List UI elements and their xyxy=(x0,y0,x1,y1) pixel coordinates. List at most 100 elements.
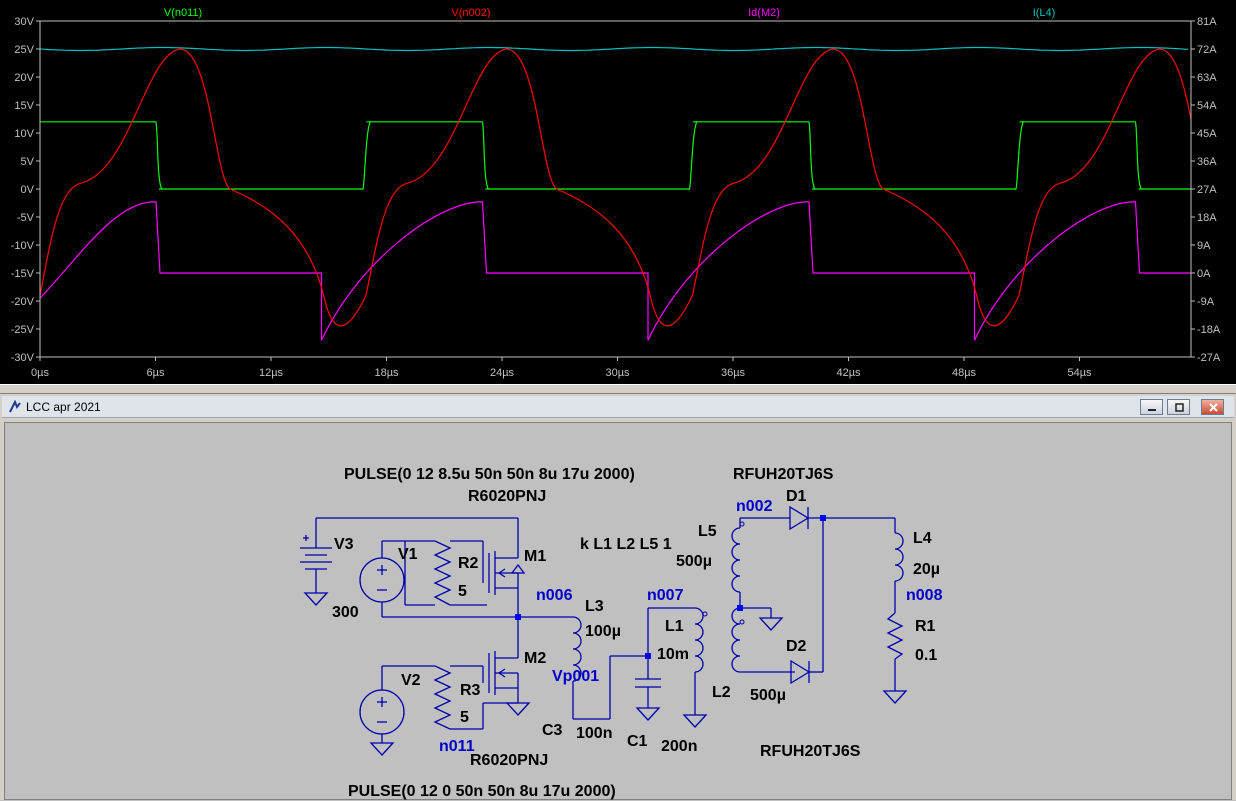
l2-name-label[interactable]: L2 xyxy=(712,684,731,701)
pulse-v1-directive[interactable]: PULSE(0 12 8.5u 50n 50n 8u 17u 2000) xyxy=(344,466,635,483)
l4-name-label[interactable]: L4 xyxy=(913,530,932,547)
r2-name-label[interactable]: R2 xyxy=(458,555,479,572)
inductor-l2-symbol[interactable] xyxy=(731,607,741,673)
restore-button[interactable] xyxy=(1167,399,1190,415)
x-tick-label: 24µs xyxy=(490,367,515,379)
right-tick-label: 9A xyxy=(1197,240,1211,252)
x-tick-label: 12µs xyxy=(259,367,284,379)
l3-name-label[interactable]: L3 xyxy=(585,598,604,615)
right-tick-label: 0A xyxy=(1197,268,1211,280)
trace-label-i-l4[interactable]: I(L4) xyxy=(1033,7,1056,19)
c1-name-label[interactable]: C1 xyxy=(627,733,648,750)
right-tick-label: 27A xyxy=(1197,184,1217,196)
capacitor-c1-symbol[interactable] xyxy=(635,656,661,721)
c3-value-label[interactable]: 100n xyxy=(576,725,612,742)
x-tick-label: 48µs xyxy=(952,367,977,379)
inductor-l1-symbol[interactable] xyxy=(694,607,704,673)
diode-d1-symbol[interactable] xyxy=(789,505,810,531)
resistor-r3-symbol[interactable] xyxy=(433,665,452,730)
l5-name-label[interactable]: L5 xyxy=(698,523,717,540)
junction-n006 xyxy=(515,614,521,620)
r3-name-label[interactable]: R3 xyxy=(460,682,481,699)
m2-model-label[interactable]: R6020PNJ xyxy=(470,752,548,769)
battery-v3-symbol[interactable] xyxy=(300,518,332,606)
trace-label-id-m2[interactable]: Id(M2) xyxy=(748,7,780,19)
c1-value-label[interactable]: 200n xyxy=(661,738,697,755)
x-tick-label: 42µs xyxy=(836,367,861,379)
net-label-vp001[interactable]: Vp001 xyxy=(552,668,599,685)
schematic-window-title: LCC apr 2021 xyxy=(26,400,101,414)
voltage-source-v2-symbol[interactable] xyxy=(359,665,435,756)
l5-value-label[interactable]: 500µ xyxy=(676,553,712,570)
schematic-canvas[interactable]: PULSE(0 12 8.5u 50n 50n 8u 17u 2000) R60… xyxy=(4,422,1232,800)
resistor-r1-symbol[interactable] xyxy=(886,612,904,660)
trace-label-v-n002[interactable]: V(n002) xyxy=(451,7,490,19)
left-tick-label: -15V xyxy=(11,268,35,280)
x-tick-label: 54µs xyxy=(1067,367,1092,379)
polarity-dot-l2 xyxy=(739,619,745,625)
coupling-directive[interactable]: k L1 L2 L5 1 xyxy=(580,536,672,553)
l4-value-label[interactable]: 20µ xyxy=(913,561,940,578)
capacitor-c3-symbol[interactable] xyxy=(572,656,611,720)
v3-value-label[interactable]: 300 xyxy=(332,604,359,621)
minimize-icon xyxy=(1148,409,1156,411)
left-tick-label: 0V xyxy=(21,184,35,196)
net-label-n006[interactable]: n006 xyxy=(536,587,573,604)
left-tick-label: 20V xyxy=(14,72,34,84)
mosfet-m2-symbol[interactable] xyxy=(488,617,531,716)
left-tick-label: -5V xyxy=(17,212,35,224)
l1-name-label[interactable]: L1 xyxy=(665,618,684,635)
r1-name-label[interactable]: R1 xyxy=(915,618,936,635)
v3-name-label[interactable]: V3 xyxy=(334,536,354,553)
polarity-dot-l1 xyxy=(702,611,708,617)
close-button[interactable] xyxy=(1201,399,1224,415)
d1-model-label[interactable]: RFUH20TJ6S xyxy=(733,466,834,483)
r2-value-label[interactable]: 5 xyxy=(458,583,467,600)
net-label-n007[interactable]: n007 xyxy=(647,587,684,604)
d2-model-label[interactable]: RFUH20TJ6S xyxy=(760,743,861,760)
minimize-button[interactable] xyxy=(1140,399,1163,415)
right-tick-label: -18A xyxy=(1197,324,1221,336)
resistor-r2-symbol[interactable] xyxy=(433,540,452,606)
m1-name-label[interactable]: M1 xyxy=(524,548,546,565)
inductor-l3-symbol[interactable] xyxy=(553,616,582,693)
junction-n007 xyxy=(645,653,651,659)
junction-ct xyxy=(737,605,743,611)
l3-value-label[interactable]: 100µ xyxy=(585,623,621,640)
net-label-n011[interactable]: n011 xyxy=(439,738,475,755)
x-tick-label: 30µs xyxy=(605,367,630,379)
left-tick-label: 5V xyxy=(21,156,35,168)
left-tick-label: -10V xyxy=(11,240,35,252)
c3-name-label[interactable]: C3 xyxy=(542,722,563,739)
right-tick-label: -9A xyxy=(1197,296,1215,308)
close-icon xyxy=(1209,403,1218,412)
m2-name-label[interactable]: M2 xyxy=(524,650,546,667)
inductor-l5-symbol[interactable] xyxy=(731,527,741,593)
d2-name-label[interactable]: D2 xyxy=(786,638,807,655)
net-label-n002[interactable]: n002 xyxy=(736,498,773,515)
r1-value-label[interactable]: 0.1 xyxy=(915,647,937,664)
net-label-n008[interactable]: n008 xyxy=(906,587,943,604)
mosfet-m1-symbol[interactable] xyxy=(488,543,526,617)
left-tick-label: 25V xyxy=(14,44,34,56)
schematic-titlebar[interactable]: LCC apr 2021 xyxy=(2,396,1234,418)
waveform-plot[interactable]: 30V25V20V15V10V5V0V-5V-10V-15V-20V-25V-3… xyxy=(0,0,1236,384)
trace-label-v-n011[interactable]: V(n011) xyxy=(164,7,202,19)
v2-name-label[interactable]: V2 xyxy=(401,672,421,689)
inductor-l4-symbol[interactable] xyxy=(894,532,904,582)
pulse-v2-directive[interactable]: PULSE(0 12 0 50n 50n 8u 17u 2000) xyxy=(348,783,616,800)
d1-name-label[interactable]: D1 xyxy=(786,488,807,505)
v1-name-label[interactable]: V1 xyxy=(398,546,418,563)
l1-value-label[interactable]: 10m xyxy=(657,646,689,663)
l2-value-label[interactable]: 500µ xyxy=(750,687,786,704)
r3-value-label[interactable]: 5 xyxy=(460,709,469,726)
ltspice-app-icon xyxy=(9,400,21,413)
pane-splitter[interactable] xyxy=(0,384,1236,394)
m1-model-label[interactable]: R6020PNJ xyxy=(468,488,546,505)
right-tick-label: -27A xyxy=(1197,352,1221,364)
schematic-drawing[interactable]: PULSE(0 12 8.5u 50n 50n 8u 17u 2000) R60… xyxy=(5,423,1233,801)
voltage-source-v1-symbol[interactable] xyxy=(359,540,405,617)
left-tick-label: -25V xyxy=(11,324,35,336)
